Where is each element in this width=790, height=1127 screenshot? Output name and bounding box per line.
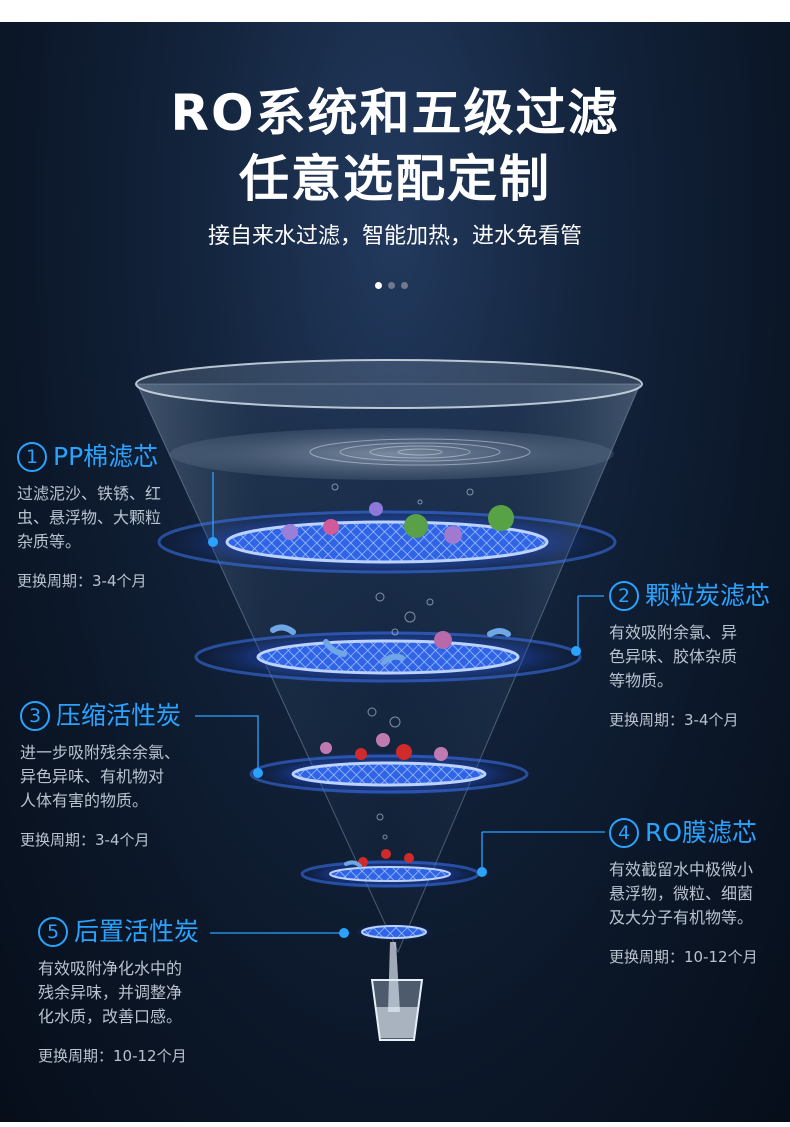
stage-3-number: 3 bbox=[20, 701, 50, 731]
chlorine-particle-icon bbox=[320, 733, 448, 761]
stage-3-desc-line: 进一步吸附残余余氯、 bbox=[20, 743, 181, 762]
stage-1-desc: 过滤泥沙、铁锈、红 虫、悬浮物、大颗粒 杂质等。 bbox=[17, 482, 161, 554]
carousel-dots bbox=[375, 282, 408, 289]
water-ripples-icon bbox=[309, 438, 531, 466]
stage-5-desc-line: 有效吸附净化水中的 bbox=[38, 959, 183, 978]
filter-disk-3 bbox=[291, 761, 487, 787]
carousel-dot-2[interactable] bbox=[388, 282, 395, 289]
stage-5-name: 后置活性炭 bbox=[74, 917, 200, 946]
filter-funnel-illustration bbox=[135, 359, 643, 1041]
connector-dot-1 bbox=[208, 537, 218, 547]
stage-4-name: RO膜滤芯 bbox=[645, 818, 758, 847]
stage-2-number: 2 bbox=[609, 581, 639, 611]
stage-4-desc-line: 有效截留水中极微小 bbox=[609, 860, 754, 879]
water-stream bbox=[388, 942, 400, 1012]
connector-dot-5 bbox=[339, 928, 349, 938]
connector-2 bbox=[577, 595, 604, 650]
stage-3-desc-line: 异色异味、有机物对 bbox=[20, 767, 165, 786]
stage-4-number: 4 bbox=[609, 818, 639, 848]
stage-2-name: 颗粒炭滤芯 bbox=[645, 581, 771, 610]
subtitle: 接自来水过滤，智能加热，进水免看管 bbox=[207, 224, 582, 249]
carousel-dot-3[interactable] bbox=[401, 282, 408, 289]
stage-4-desc-line: 及大分子有机物等。 bbox=[609, 908, 754, 927]
stage-2-desc-line: 色异味、胶体杂质 bbox=[609, 647, 738, 666]
filter-disk-4 bbox=[329, 866, 451, 882]
stage-2-desc-line: 等物质。 bbox=[609, 671, 674, 690]
water-surface bbox=[170, 428, 614, 480]
carousel-dot-1[interactable] bbox=[375, 282, 382, 289]
stage-5-desc-line: 化水质，改善口感。 bbox=[38, 1007, 183, 1026]
microparticle-icon bbox=[344, 849, 414, 868]
stage-4-desc: 有效截留水中极微小 悬浮物，微粒、细菌 及大分子有机物等。 bbox=[609, 858, 758, 930]
connector-dot-2 bbox=[571, 646, 581, 656]
water-glass-icon bbox=[370, 979, 424, 1041]
stage-4-cycle: 更换周期：10-12个月 bbox=[609, 948, 758, 966]
stage-4-desc-line: 悬浮物，微粒、细菌 bbox=[609, 884, 754, 903]
stage-1-desc-line: 过滤泥沙、铁锈、红 bbox=[17, 484, 162, 503]
connector-4 bbox=[481, 831, 605, 872]
stage-1-desc-line: 虫、悬浮物、大颗粒 bbox=[17, 508, 162, 527]
rust-particle-icon bbox=[270, 624, 511, 665]
stage-2-desc: 有效吸附余氯、异 色异味、胶体杂质 等物质。 bbox=[609, 621, 770, 693]
stage-5-number: 5 bbox=[38, 917, 68, 947]
stage-1-name: PP棉滤芯 bbox=[53, 442, 159, 471]
stage-2-cycle: 更换周期：3-4个月 bbox=[609, 711, 739, 729]
filter-disk-1 bbox=[225, 520, 549, 564]
stage-3-desc: 进一步吸附残余余氯、 异色异味、有机物对 人体有害的物质。 bbox=[20, 741, 181, 813]
title-line-1: RO系统和五级过滤 bbox=[170, 84, 620, 142]
funnel-rim bbox=[135, 359, 643, 409]
bacteria-icon bbox=[282, 502, 514, 544]
title-line-2: 任意选配定制 bbox=[239, 150, 551, 208]
stage-1-number: 1 bbox=[17, 442, 47, 472]
stage-5-desc: 有效吸附净化水中的 残余异味，并调整净 化水质，改善口感。 bbox=[38, 957, 199, 1029]
infographic-canvas: RO系统和五级过滤 任意选配定制 接自来水过滤，智能加热，进水免看管 bbox=[0, 22, 790, 1122]
stage-3-name: 压缩活性炭 bbox=[56, 701, 182, 730]
stage-3-desc-line: 人体有害的物质。 bbox=[20, 791, 149, 810]
bubbles-icon bbox=[331, 483, 474, 840]
connector-3 bbox=[195, 715, 259, 772]
stage-5-cycle: 更换周期：10-12个月 bbox=[38, 1047, 187, 1065]
stage-2-desc-line: 有效吸附余氯、异 bbox=[609, 623, 738, 642]
filter-disk-5 bbox=[361, 925, 427, 939]
stage-3-cycle: 更换周期：3-4个月 bbox=[20, 831, 150, 849]
stage-1-desc-line: 杂质等。 bbox=[17, 532, 82, 551]
connector-dot-4 bbox=[477, 867, 487, 877]
connector-dot-3 bbox=[253, 768, 263, 778]
stage-5-desc-line: 残余异味，并调整净 bbox=[38, 983, 183, 1002]
stage-1-cycle: 更换周期：3-4个月 bbox=[17, 572, 147, 590]
